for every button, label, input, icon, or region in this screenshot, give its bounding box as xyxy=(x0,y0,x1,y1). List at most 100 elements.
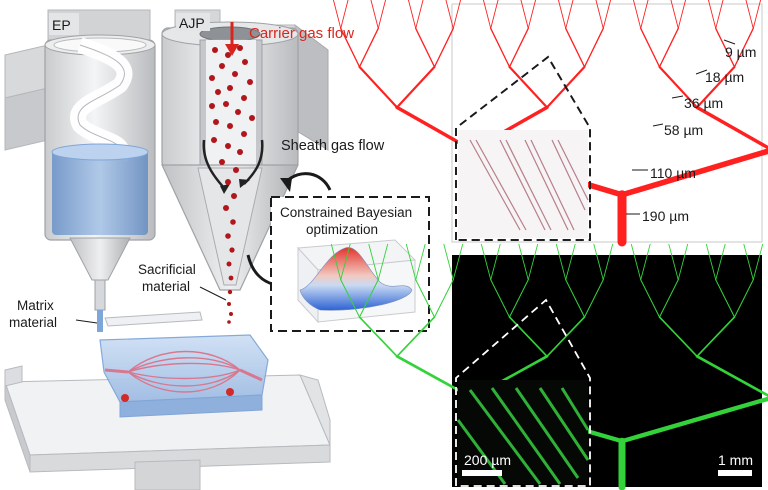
vessel-segment xyxy=(490,279,511,318)
green-vascular-tree xyxy=(330,243,768,490)
vessel-segment xyxy=(733,27,754,68)
vessel-segment xyxy=(396,316,436,358)
vessel-segment xyxy=(405,243,417,281)
vessel-segment xyxy=(658,316,698,358)
ep-label: EP xyxy=(52,17,71,33)
feedback-arrow-up-head xyxy=(280,178,292,192)
vessel-segment xyxy=(583,27,604,68)
vessel-segment xyxy=(407,0,417,29)
matrix-leader-line xyxy=(75,319,98,324)
vessel-segment xyxy=(602,243,614,281)
width-label-36: 36 µm xyxy=(684,95,723,111)
vessel-segment xyxy=(433,279,454,318)
vessel-segment xyxy=(705,243,717,281)
vessel-segment xyxy=(508,27,529,68)
vessel-segment xyxy=(508,279,529,318)
vessel-segment xyxy=(370,0,379,29)
matrix-sheet xyxy=(104,311,203,327)
vessel-segment xyxy=(452,243,464,281)
vessel-segment xyxy=(619,396,768,444)
vessel-segment xyxy=(565,0,574,29)
carrier-gas-flow-label: Carrier gas flow xyxy=(249,25,354,42)
vessel-segment xyxy=(415,27,436,68)
vessel-segment xyxy=(433,27,454,68)
vessel-segment xyxy=(518,243,529,281)
vessel-segment xyxy=(565,27,586,68)
vessel-segment xyxy=(640,243,651,281)
vessel-segment xyxy=(640,27,661,68)
width-label-190: 190 µm xyxy=(642,208,689,224)
vessel-segment xyxy=(508,65,549,109)
sacrificial-leader-line xyxy=(199,286,227,301)
vessel-segment xyxy=(358,316,398,358)
vessel-segment xyxy=(508,316,548,358)
vessel-segment xyxy=(546,316,586,358)
printed-gel-block xyxy=(99,334,269,418)
optimization-title-line1: Constrained Bayesian xyxy=(280,205,412,220)
red-tree-width-labels: 9 µm 18 µm 36 µm 58 µm 110 µm 190 µm xyxy=(626,39,756,224)
vessel-segment xyxy=(658,279,679,318)
vessel-segment xyxy=(695,105,768,150)
red-vascular-tree xyxy=(332,0,768,247)
vessel-segment xyxy=(377,243,389,281)
width-label-9: 9 µm xyxy=(725,44,756,60)
width-label-58: 58 µm xyxy=(664,122,703,138)
vessel-segment xyxy=(377,0,387,29)
vessel-segment xyxy=(677,0,687,29)
vessel-segment xyxy=(358,27,379,68)
matrix-label-line1: Matrix xyxy=(17,298,54,313)
vessel-segment xyxy=(415,0,424,29)
vessel-segment xyxy=(490,243,501,281)
feedback-arrow-up xyxy=(284,172,332,191)
vessel-segment xyxy=(752,0,762,29)
vessel-segment xyxy=(358,65,399,109)
vessel-segment xyxy=(565,279,586,318)
vessel-segment xyxy=(583,279,604,318)
inset-scale-bar-label: 200 µm xyxy=(464,452,511,468)
vessel-segment xyxy=(368,243,379,281)
vessel-segment xyxy=(490,27,511,68)
vessel-segment xyxy=(490,0,499,29)
optimization-title-line2: optimization xyxy=(306,222,378,237)
green-tree-panel xyxy=(330,243,768,490)
vessel-segment xyxy=(557,0,567,29)
width-label-110: 110 µm xyxy=(650,165,696,181)
vessel-segment xyxy=(670,0,679,29)
ajp-printer xyxy=(161,21,299,324)
red-tree-inset-micrograph xyxy=(469,139,589,231)
vessel-segment xyxy=(707,0,717,29)
vessel-segment xyxy=(695,355,768,398)
vessel-segment xyxy=(715,0,724,29)
ajp-label: AJP xyxy=(179,15,205,31)
aerosol-particles xyxy=(209,45,255,324)
vessel-segment xyxy=(340,0,349,29)
vessel-segment xyxy=(658,65,699,109)
vessel-segment xyxy=(677,243,689,281)
vessel-segment xyxy=(358,279,379,318)
vessel-segment xyxy=(602,0,612,29)
vessel-segment xyxy=(668,243,679,281)
vessel-segment xyxy=(482,0,492,29)
sheath-gas-flow-label: Sheath gas flow xyxy=(281,138,385,154)
vessel-segment xyxy=(715,279,736,318)
vessel-segment xyxy=(715,27,736,68)
vessel-segment xyxy=(640,0,649,29)
sacrificial-label-line1: Sacrificial xyxy=(138,262,196,277)
vessel-segment xyxy=(619,148,768,198)
vessel-segment xyxy=(415,243,426,281)
vessel-segment xyxy=(443,243,454,281)
vessel-segment xyxy=(452,0,462,29)
vessel-segment xyxy=(340,243,351,281)
vessel-segment xyxy=(632,0,642,29)
vessel-segment xyxy=(330,243,342,281)
vessel-segment xyxy=(340,279,361,318)
vessel-segment xyxy=(630,243,642,281)
vessel-segment xyxy=(415,279,436,318)
vessel-segment xyxy=(640,279,661,318)
printer-label-backgrounds xyxy=(49,13,210,35)
vessel-segment xyxy=(395,65,436,109)
vessel-segment xyxy=(480,243,492,281)
vessel-segment xyxy=(743,243,754,281)
vessel-segment xyxy=(565,243,576,281)
